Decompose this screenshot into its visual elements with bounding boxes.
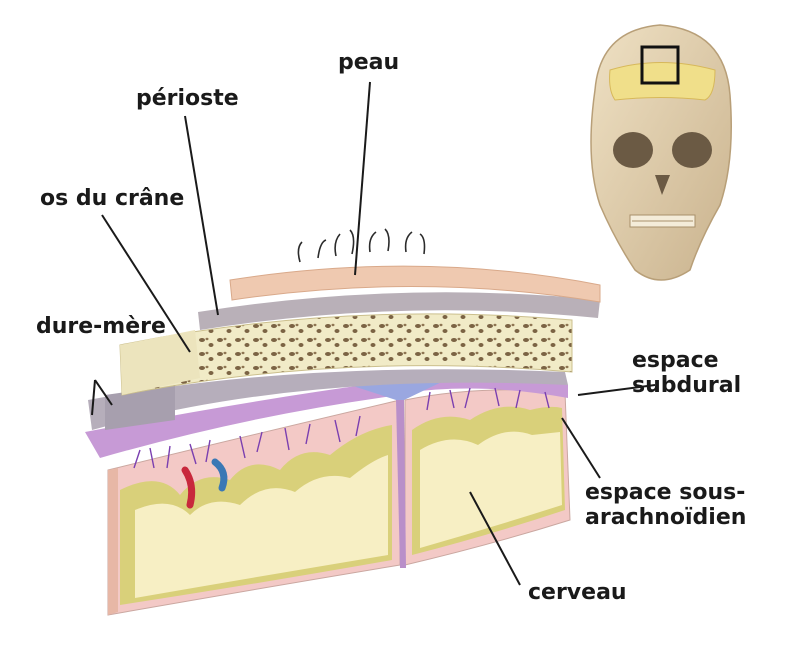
label-espace-sous-arachnoidien: espace sous- arachnoïdien (585, 480, 746, 531)
label-cerveau: cerveau (528, 580, 627, 605)
skin-layer (230, 229, 600, 302)
label-espace-subdural-line1: espace (632, 348, 741, 373)
label-espace-subdural: espace subdural (632, 348, 741, 399)
label-dure-mere: dure-mère (36, 314, 166, 339)
label-espace-sous-arachnoidien-line1: espace sous- (585, 480, 746, 505)
label-perioste: périoste (136, 86, 239, 111)
label-espace-sous-arachnoidien-line2: arachnoïdien (585, 505, 746, 530)
skull-inset-illustration (591, 25, 731, 280)
label-peau: peau (338, 50, 399, 75)
label-os-du-crane: os du crâne (40, 186, 184, 211)
label-espace-subdural-line2: subdural (632, 373, 741, 398)
